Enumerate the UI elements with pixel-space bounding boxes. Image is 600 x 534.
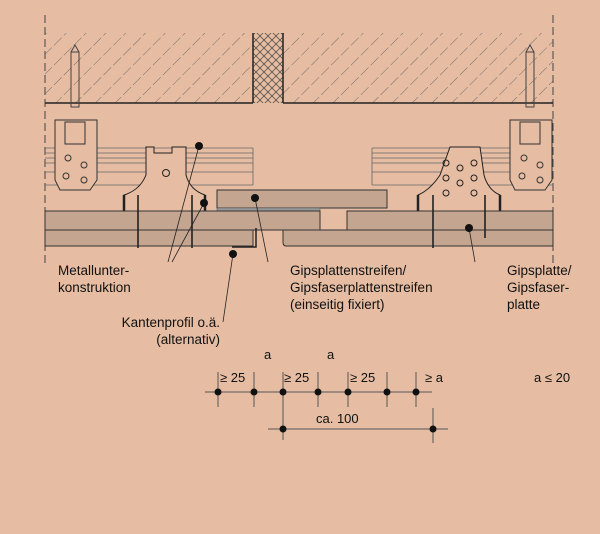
span-dot-end [429,425,437,433]
anchor-right [525,43,535,108]
gypsum-board-layers [44,210,554,247]
dim-rule: a ≤ 20 [534,370,571,385]
label-line: Gipsfaser- [507,280,570,295]
dim-span: ca. 100 [316,411,359,426]
label-edge-profile: Kantenprofil o.ä. (alternativ) [60,314,220,348]
anchor-left [70,43,80,108]
label-line: Metallunter- [58,263,130,278]
label-line: (einseitig fixiert) [290,297,385,312]
callout-dots [195,142,473,258]
label-gypsum-board: Gipsplatte/ Gipsfaser- platte [507,262,572,313]
direct-hanger-left [54,119,98,191]
dim-min-25-2: ≥ 25 [284,370,310,385]
edge-profile [232,228,257,248]
label-line: Gipsplatte/ [507,263,572,278]
label-gypsum-strip: Gipsplattenstreifen/ Gipsfaserplattenstr… [290,262,433,313]
label-line: konstruktion [58,280,131,295]
concrete-slab [45,33,553,104]
callout-leaders [167,145,476,323]
dim-a-1: a [264,347,272,362]
dimension-dots [214,388,420,396]
label-line: Gipsplattenstreifen/ [290,263,407,278]
label-line: Gipsfaserplattenstreifen [290,280,433,295]
gypsum-strip [216,189,388,209]
dim-min-25-1: ≥ 25 [220,370,246,385]
screws [137,195,486,248]
dim-min-25-3: ≥ 25 [350,370,376,385]
label-line: platte [507,297,541,312]
dim-a-2: a [327,347,335,362]
label-metal-substructure: Metallunter- konstruktion [58,262,131,296]
span-dot-start [279,425,287,433]
dim-min-a: ≥ a [425,370,443,385]
label-line: (alternativ) [156,332,220,347]
label-line: Kantenprofil o.ä. [121,315,220,330]
direct-hanger-right [509,119,553,191]
